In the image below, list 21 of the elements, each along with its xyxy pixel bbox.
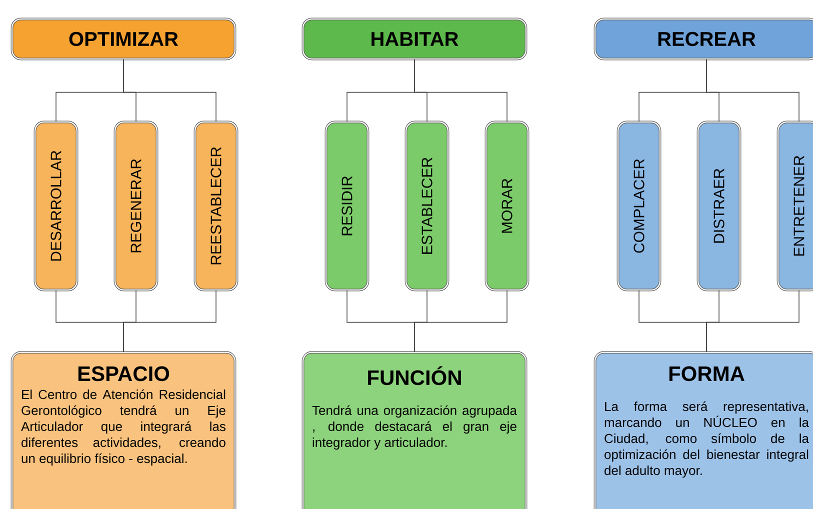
verb-box: ESTABLECER bbox=[404, 120, 450, 292]
title-box: HABITAR bbox=[302, 18, 528, 60]
verb-box: DISTRAER bbox=[696, 120, 742, 292]
title-box: RECREAR bbox=[594, 18, 813, 60]
verb-box: REESTABLECER bbox=[194, 120, 238, 292]
verb-box: MORAR bbox=[484, 120, 530, 292]
description-box: ESPACIO El Centro de Atención Residencial Gerontológico tendrá un Eje Articulador que integrará las diferentes actividades, creando un equilibrio físico - espacial. bbox=[10, 351, 236, 509]
verb-box: COMPLACER bbox=[616, 120, 662, 292]
connector-line bbox=[706, 290, 800, 352]
verb-box: REGENERAR bbox=[114, 120, 158, 292]
connector-line bbox=[414, 58, 508, 122]
title-box: OPTIMIZAR bbox=[10, 18, 236, 60]
verb-box: DESARROLLAR bbox=[34, 120, 78, 292]
description-box: FUNCIÓN Tendrá una organización agrupada , donde destacará el gran eje integrador y articulador. bbox=[302, 351, 528, 509]
description-box: FORMA La forma será representativa, marcando un NÚCLEO en la Ciudad, como símbolo de la optimización del bienestar integral del adulto mayor. bbox=[594, 351, 813, 509]
connector-line bbox=[706, 58, 800, 122]
connector-line bbox=[123, 290, 216, 352]
verb-box: ENTRETENER bbox=[776, 120, 813, 292]
verb-box: RESIDIR bbox=[324, 120, 370, 292]
connector-line bbox=[123, 58, 216, 122]
connector-line bbox=[414, 290, 508, 352]
